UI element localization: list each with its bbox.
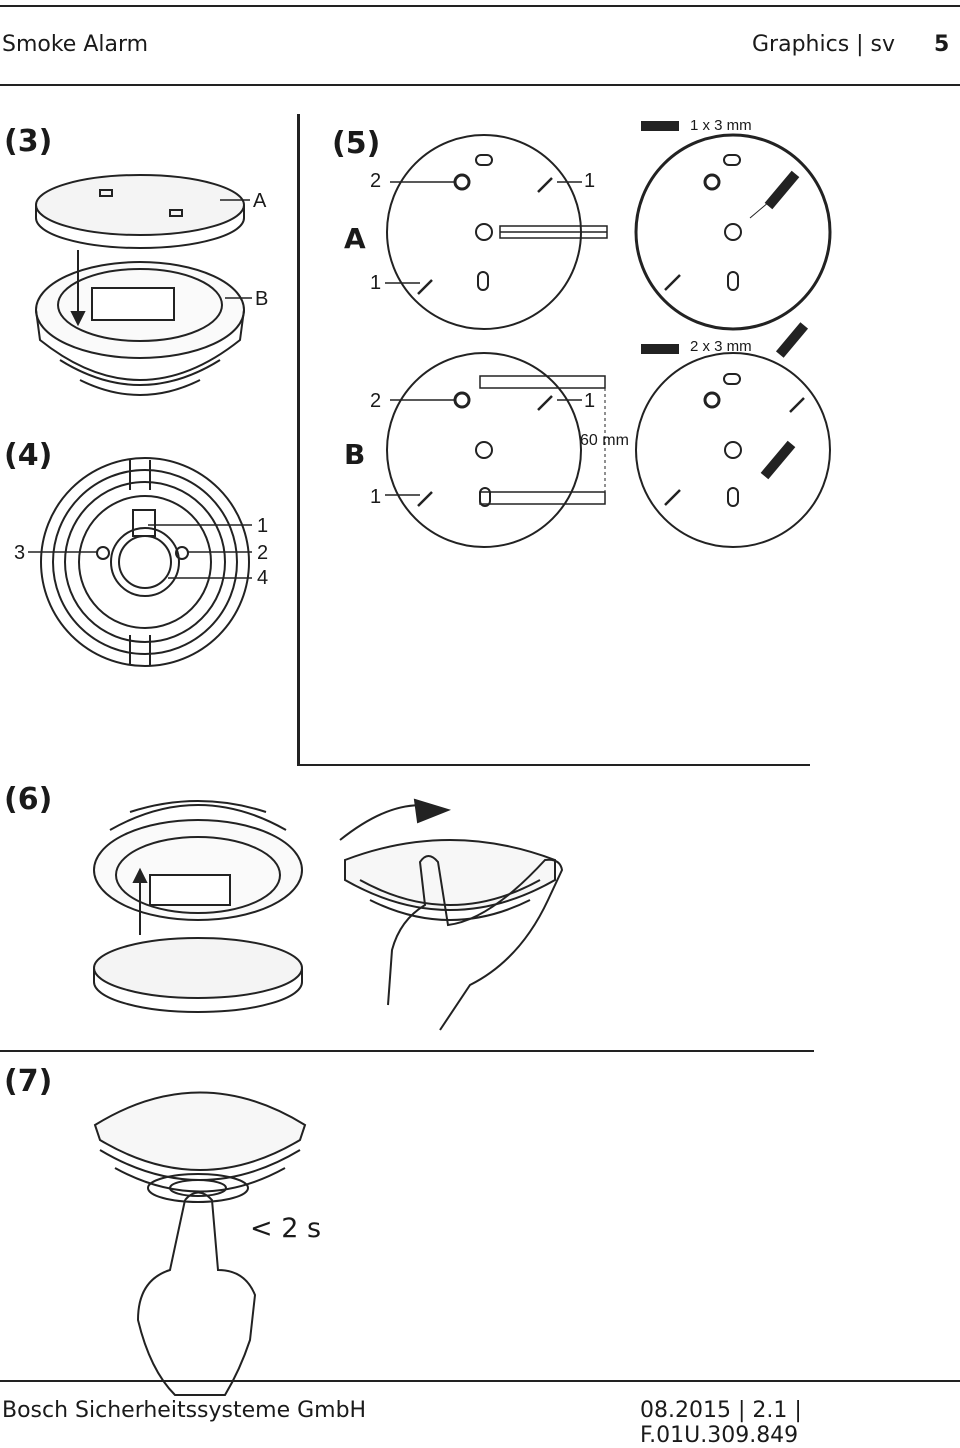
figure-3-label: (3) <box>4 124 53 159</box>
footer-rule <box>0 1380 960 1382</box>
callout-a: A <box>253 190 267 212</box>
row-b-distance: 60 mm <box>580 432 629 449</box>
figure-7-label: (7) <box>4 1064 53 1099</box>
vertical-divider <box>297 114 300 766</box>
row-a-callout-1-top: 1 <box>584 170 596 192</box>
row-b-screw-size: 2 x 3 mm <box>690 338 752 355</box>
footer-company: Bosch Sicherheitssysteme GmbH <box>2 1398 367 1423</box>
figure-4-label: (4) <box>4 438 53 473</box>
document-title: Smoke Alarm <box>2 32 149 57</box>
figure-6-label: (6) <box>4 782 53 817</box>
row-a-callout-2: 2 <box>370 170 382 192</box>
horizontal-divider-lower <box>0 1050 814 1052</box>
footer-doc-info: 08.2015 | 2.1 | F.01U.309.849 <box>640 1398 802 1448</box>
horizontal-divider-upper <box>300 764 810 766</box>
row-b-callout-1-bottom: 1 <box>370 486 382 508</box>
callout-1: 1 <box>257 515 269 537</box>
row-a-callout-1-bottom: 1 <box>370 272 382 294</box>
row-a-screw-size: 1 x 3 mm <box>690 117 752 134</box>
header-bottom-rule <box>0 84 960 86</box>
callout-4: 4 <box>257 567 269 589</box>
callout-3: 3 <box>14 542 26 564</box>
row-b-callout-1-top: 1 <box>584 390 596 412</box>
callout-b: B <box>255 288 269 310</box>
row-b-callout-2: 2 <box>370 390 382 412</box>
press-duration: < 2 s <box>250 1213 322 1244</box>
callout-2: 2 <box>257 542 269 564</box>
row-b-label: B <box>344 438 366 471</box>
figure-5-label: (5) <box>332 126 381 161</box>
section-label: Graphics | sv <box>752 32 896 57</box>
row-a-label: A <box>344 222 366 255</box>
header-top-rule <box>0 5 960 7</box>
page-number: 5 <box>934 32 950 57</box>
